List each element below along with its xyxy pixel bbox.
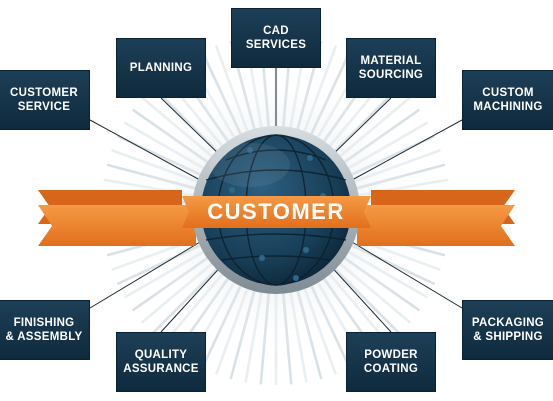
planning-box: PLANNING bbox=[116, 38, 206, 98]
customer-ribbon bbox=[38, 190, 515, 246]
box-line: PACKAGING bbox=[471, 317, 545, 329]
box-line: SERVICE bbox=[17, 101, 71, 113]
cad-services-box: CAD SERVICES bbox=[231, 8, 321, 68]
box-line: FINISHING bbox=[13, 317, 75, 329]
custom-machining-box: CUSTOM MACHINING bbox=[462, 70, 553, 130]
packaging-shipping-box: PACKAGING & SHIPPING bbox=[462, 300, 553, 360]
box-line: POWDER bbox=[364, 349, 418, 361]
box-line: CAD bbox=[263, 25, 289, 37]
connector-lines bbox=[89, 68, 463, 333]
box-line: CUSTOMER bbox=[10, 87, 78, 99]
customer-banner bbox=[182, 196, 371, 228]
finishing-assembly-box: FINISHING & ASSEMBLY bbox=[0, 300, 90, 360]
customer-label: CUSTOMER bbox=[207, 199, 345, 224]
box-line: SOURCING bbox=[358, 69, 424, 81]
box-line: COATING bbox=[363, 363, 419, 375]
quality-assurance-box: QUALITY ASSURANCE bbox=[116, 332, 206, 392]
box-line: MATERIAL bbox=[360, 55, 422, 67]
powder-coating-box: POWDER COATING bbox=[346, 332, 436, 392]
box-line: CUSTOM bbox=[482, 87, 534, 99]
customer-service-box: CUSTOMER SERVICE bbox=[0, 70, 90, 130]
box-line: & SHIPPING bbox=[473, 331, 543, 343]
box-line: QUALITY bbox=[134, 349, 188, 361]
box-line: PLANNING bbox=[129, 62, 193, 74]
box-line: ASSURANCE bbox=[123, 363, 199, 375]
box-line: MACHINING bbox=[473, 101, 543, 113]
box-line: & ASSEMBLY bbox=[5, 331, 83, 343]
material-sourcing-box: MATERIAL SOURCING bbox=[346, 38, 436, 98]
box-line: SERVICES bbox=[245, 39, 307, 51]
